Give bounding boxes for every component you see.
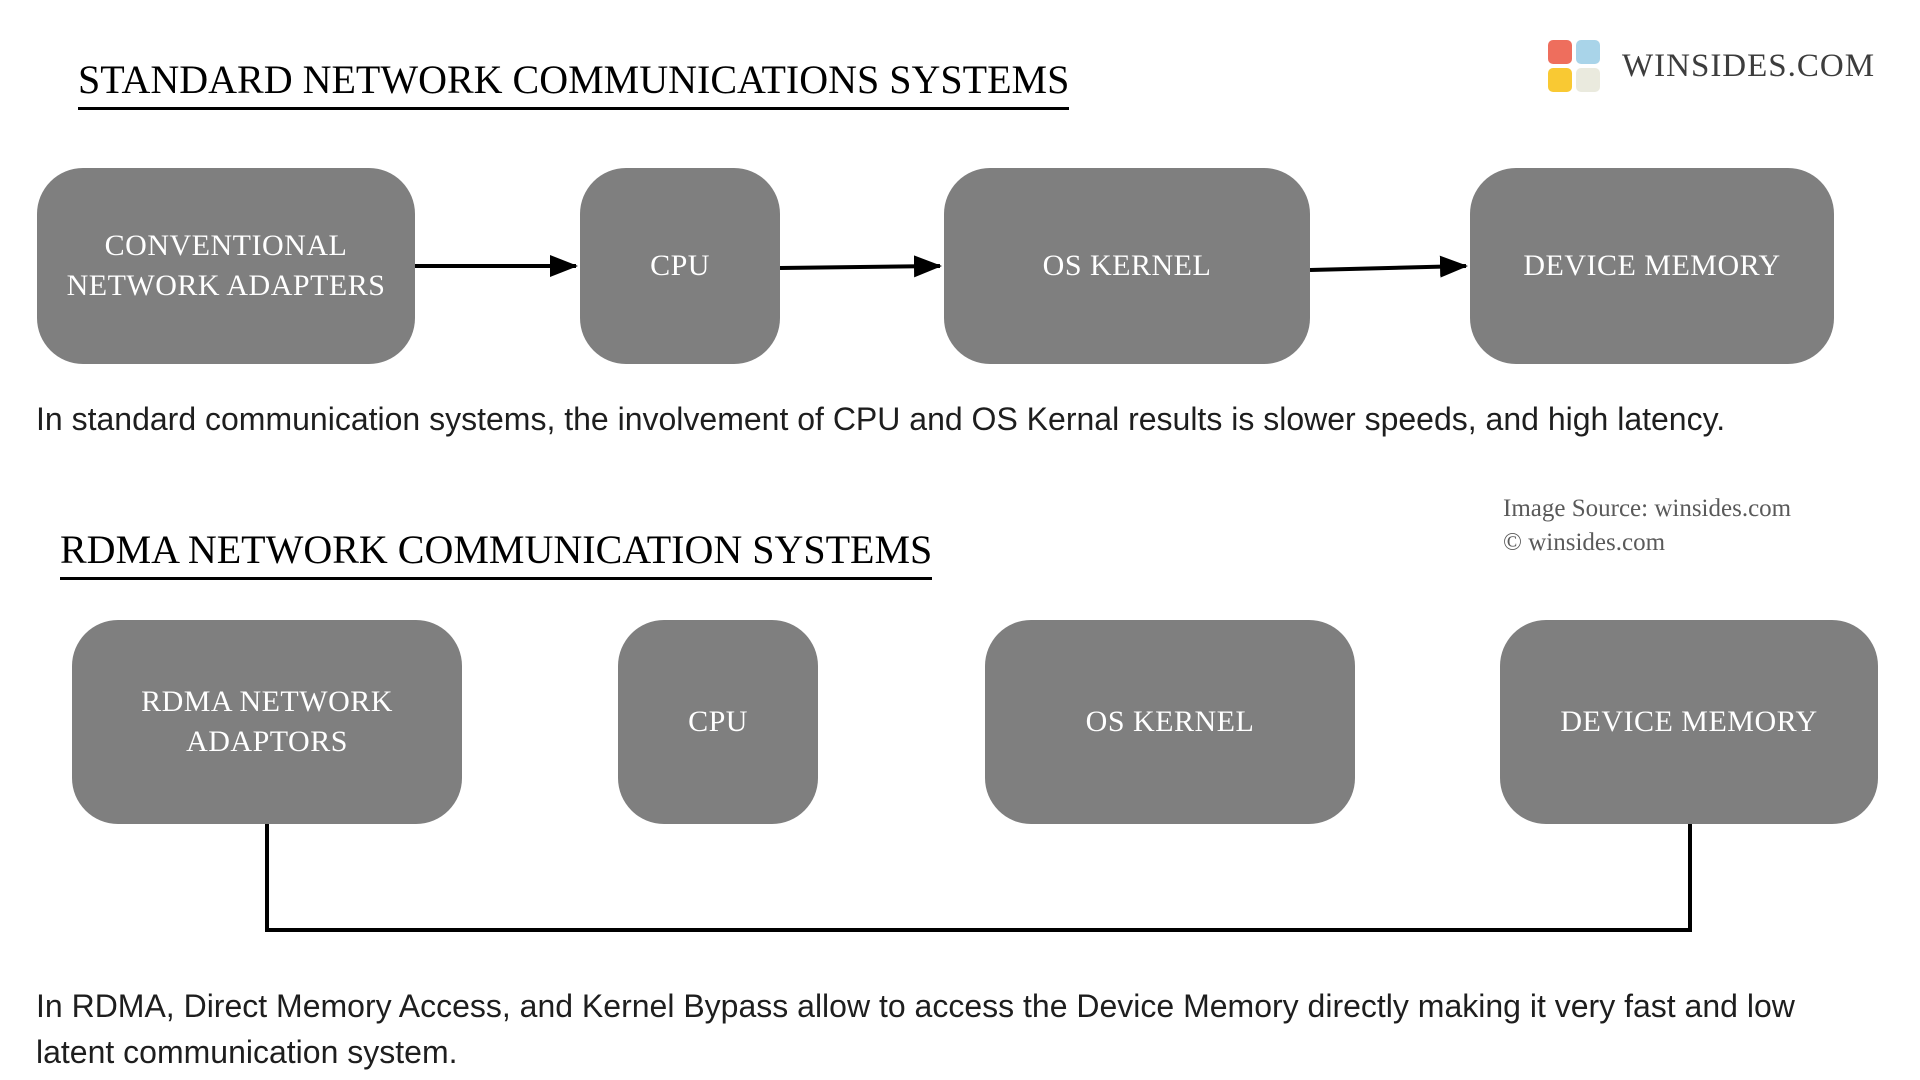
- box-rdma-os-kernel: OS KERNEL: [985, 620, 1355, 824]
- winsides-logo-text: WINSIDES.COM: [1622, 47, 1876, 84]
- arrow-cpu-to-kernel: [779, 255, 942, 278]
- logo-yellow-square: [1548, 68, 1572, 92]
- copyright-text: © winsides.com: [1503, 528, 1666, 556]
- logo-red-square: [1548, 40, 1572, 64]
- winsides-logo-icon: [1548, 40, 1600, 92]
- standard-section-title: STANDARD NETWORK COMMUNICATIONS SYSTEMS: [78, 58, 1070, 110]
- box-standard-device-memory: DEVICE MEMORY: [1470, 168, 1834, 364]
- logo-blue-square: [1576, 40, 1600, 64]
- bypass-line-adapters-to-memory: [265, 824, 1692, 932]
- box-rdma-cpu: CPU: [618, 620, 818, 824]
- box-rdma-network-adaptors: RDMA NETWORK ADAPTORS: [72, 620, 462, 824]
- image-credits: Image Source: winsides.com © winsides.co…: [1503, 492, 1791, 560]
- arrow-kernel-to-memory: [1309, 255, 1468, 278]
- winsides-logo: WINSIDES.COM: [1548, 40, 1875, 92]
- image-source-text: Image Source: winsides.com: [1503, 495, 1792, 522]
- logo-beige-square: [1576, 68, 1600, 92]
- box-standard-os-kernel: OS KERNEL: [944, 168, 1310, 364]
- rdma-section-description: In RDMA, Direct Memory Access, and Kerne…: [36, 988, 1795, 1071]
- box-standard-cpu: CPU: [580, 168, 780, 364]
- box-conventional-network-adapters: CONVENTIONAL NETWORK ADAPTERS: [37, 168, 415, 364]
- rdma-section-title: RDMA NETWORK COMMUNICATION SYSTEMS: [60, 528, 933, 580]
- box-rdma-device-memory: DEVICE MEMORY: [1500, 620, 1878, 824]
- standard-section-description: In standard communication systems, the i…: [36, 401, 1726, 437]
